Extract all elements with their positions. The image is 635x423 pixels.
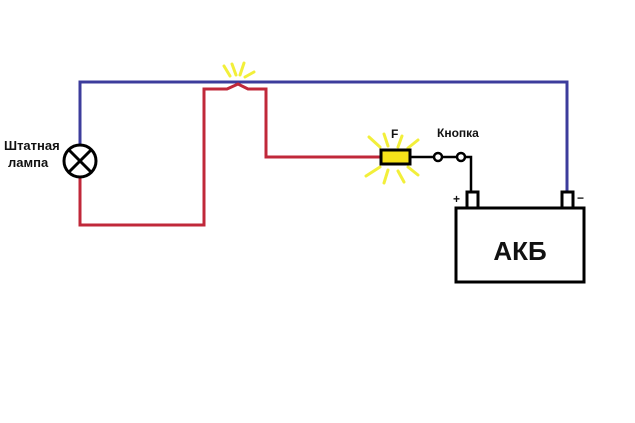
spark-fuse-icon [364,132,420,185]
lamp-label-line2: лампа [8,155,49,170]
positive-wire [78,82,380,227]
fuse-icon [379,148,412,166]
fuse-label: F [391,127,398,141]
battery-label: АКБ [493,236,546,266]
lamp-label-line1: Штатная [4,138,60,153]
button-label: Кнопка [437,126,479,140]
battery-icon [454,190,586,284]
lamp-icon [62,143,98,179]
battery-minus-label: − [577,191,584,205]
battery-plus-label: + [453,192,460,206]
negative-wire [78,80,569,193]
spark-contact-icon [222,61,256,79]
button-wire-out [465,155,473,193]
push-button-icon [432,151,467,163]
